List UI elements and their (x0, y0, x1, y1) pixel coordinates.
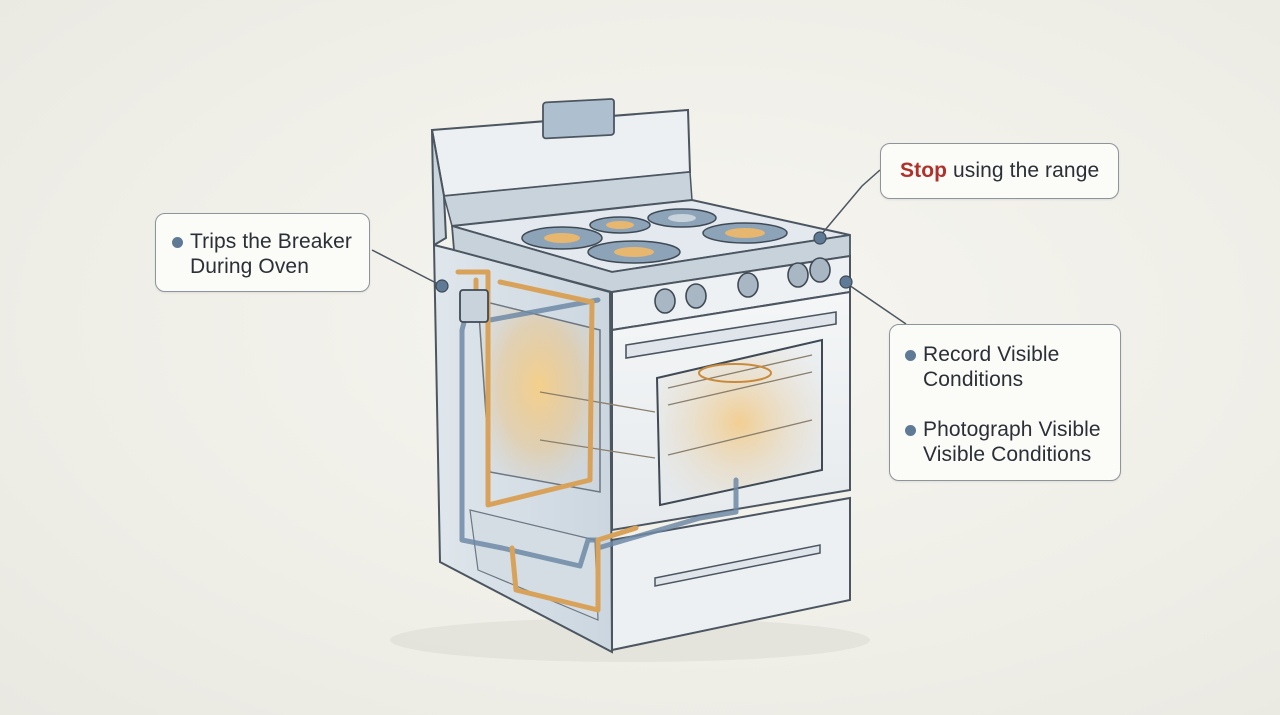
cooktop (450, 198, 851, 293)
stop-text: using the range (947, 159, 1100, 182)
pointer-dot-stop (813, 231, 827, 245)
knob (737, 272, 759, 298)
oven-racks (539, 354, 813, 459)
leader-breaker (371, 249, 443, 287)
knob (654, 288, 676, 314)
callout-line: Conditions (923, 368, 1024, 391)
callout-record: Record Visible Conditions Photograph Vis… (889, 324, 1121, 481)
callout-line: Photograph Visible (923, 418, 1101, 441)
callout-item: Trips the Breaker During Oven (172, 229, 359, 279)
callout-breaker: Trips the Breaker During Oven (155, 213, 370, 292)
bullet-icon (905, 425, 916, 436)
bullet-icon (172, 237, 183, 248)
leader-lines (371, 169, 907, 325)
bullet-icon (905, 350, 916, 361)
knob (809, 257, 831, 283)
callout-line: During Oven (190, 255, 309, 278)
pointer-dot-record (839, 275, 853, 289)
clock-display (542, 98, 615, 140)
callout-item: Record Visible Conditions (905, 342, 1112, 392)
drawer-handle (654, 544, 821, 587)
junction-box (459, 289, 489, 323)
callout-line: Visible Conditions (923, 443, 1092, 466)
callout-line: Trips the Breaker (190, 230, 352, 253)
knob (685, 283, 707, 309)
stop-emphasis: Stop (900, 159, 948, 182)
leader-stop (819, 169, 881, 237)
heating-element (698, 363, 772, 383)
storage-drawer (611, 496, 851, 652)
door-handle (625, 311, 837, 359)
pointer-dot-breaker (435, 279, 449, 293)
control-knobs (654, 257, 831, 314)
oven-cavity-side (477, 299, 601, 493)
backsplash (430, 98, 693, 247)
callout-item: Photograph Visible Visible Conditions (905, 417, 1112, 467)
wiring-blue (459, 297, 739, 569)
knob (787, 262, 809, 288)
callout-line: Record Visible (923, 343, 1060, 366)
callout-stop: Stop using the range (880, 143, 1119, 199)
leader-record (845, 282, 907, 325)
